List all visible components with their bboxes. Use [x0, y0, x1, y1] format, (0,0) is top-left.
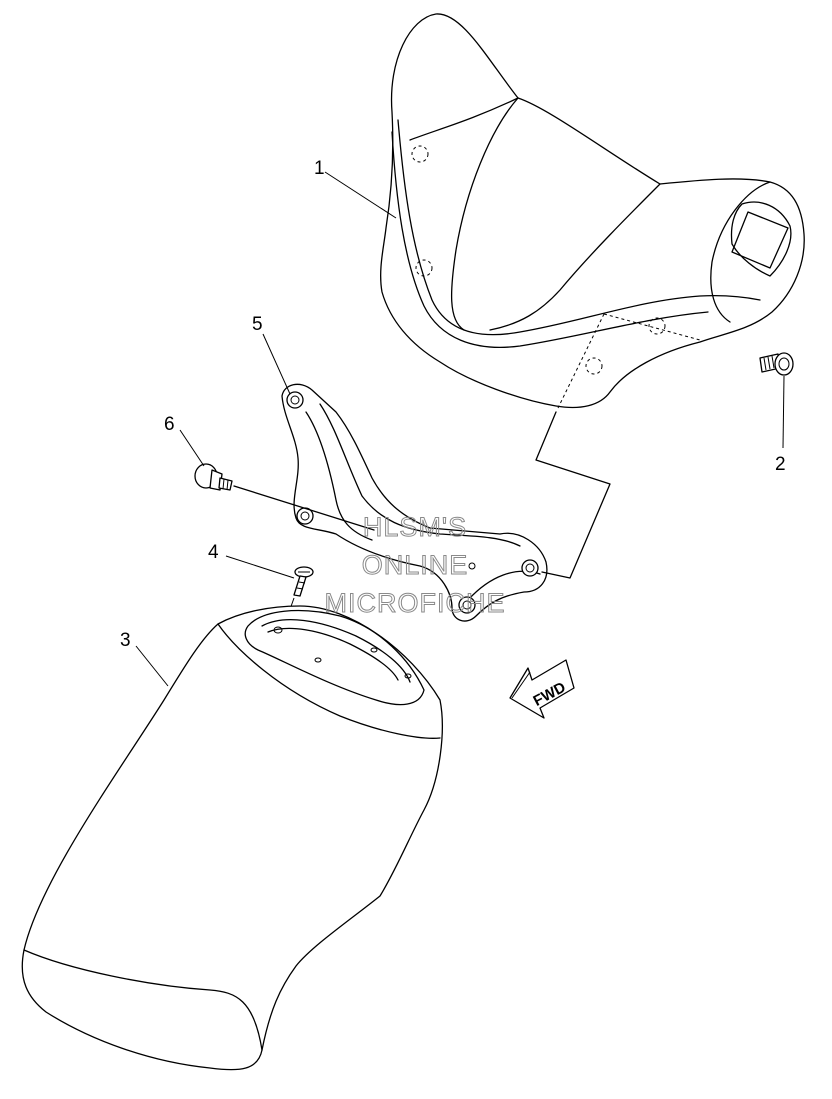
watermark: HLSM'S ONLINE MICROFICHE — [324, 512, 506, 619]
assembly-guide-line — [535, 411, 611, 579]
screw-part-4[interactable] — [293, 566, 314, 597]
callout-3: 3 — [120, 630, 131, 651]
bolt-6-guide-line — [233, 485, 375, 531]
leader-line-6 — [179, 429, 205, 467]
callout-4: 4 — [208, 542, 219, 563]
column-cover-part-3[interactable] — [21, 605, 443, 1071]
leader-line-5 — [262, 333, 291, 395]
callout-2: 2 — [775, 454, 786, 475]
callout-1: 1 — [314, 158, 325, 179]
leader-line-3 — [135, 645, 169, 687]
watermark-line-2: ONLINE — [362, 550, 469, 580]
watermark-line-1: HLSM'S — [363, 512, 467, 542]
leader-line-4 — [225, 555, 295, 579]
bolt-part-2[interactable] — [759, 352, 794, 376]
watermark-line-3: MICROFICHE — [325, 588, 506, 618]
bracket-part-5[interactable] — [281, 383, 548, 622]
leader-line-2 — [782, 375, 785, 449]
fwd-direction-arrow: FWD — [509, 659, 575, 719]
leader-line-1 — [324, 171, 397, 219]
bolt-part-6[interactable] — [194, 463, 233, 491]
callout-6: 6 — [164, 414, 175, 435]
callout-5: 5 — [252, 314, 263, 335]
seat-part-1[interactable] — [380, 13, 805, 409]
